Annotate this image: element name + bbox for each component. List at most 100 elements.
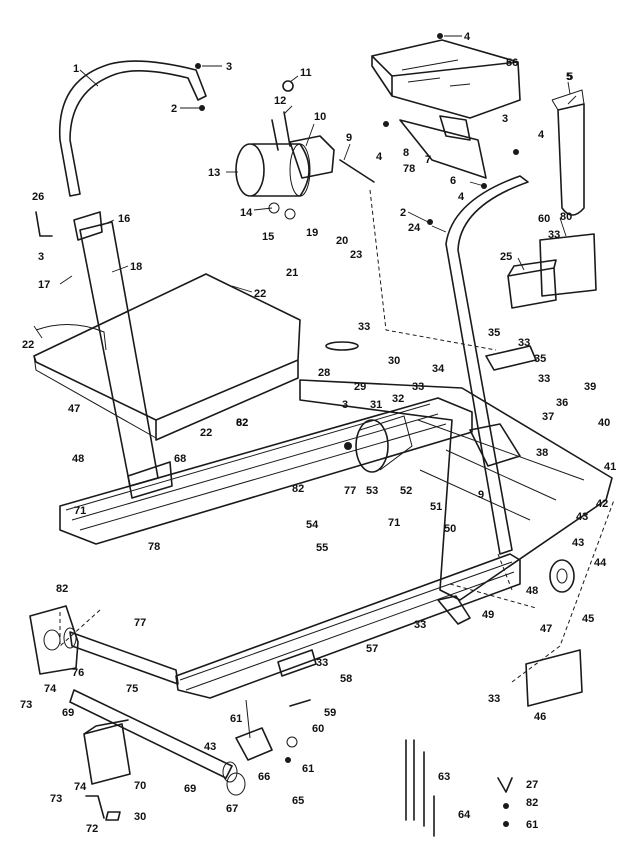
callout-35: 35	[534, 353, 546, 365]
callout-20: 20	[336, 235, 348, 247]
callout-13: 13	[208, 167, 220, 179]
callout-61: 61	[526, 819, 538, 831]
callout-5: 5	[566, 71, 572, 83]
console-bracket	[399, 115, 487, 179]
callout-33: 33	[412, 381, 424, 393]
leader-lines	[33, 35, 577, 339]
callout-30: 30	[134, 811, 146, 823]
callout-76: 76	[72, 667, 84, 679]
callout-58: 58	[340, 673, 352, 685]
callout-38: 38	[536, 447, 548, 459]
callout-3: 3	[342, 399, 348, 411]
callout-33: 33	[358, 321, 370, 333]
motor-flywheel	[235, 143, 265, 197]
callout-59: 59	[324, 707, 336, 719]
callout-74: 74	[44, 683, 57, 695]
callout-51: 51	[430, 501, 442, 513]
callout-18: 18	[130, 261, 142, 273]
callout-4: 4	[538, 129, 545, 141]
callout-78: 78	[403, 163, 415, 175]
callout-35: 35	[488, 327, 500, 339]
callout-6: 6	[450, 175, 456, 187]
callout-17: 17	[38, 279, 50, 291]
callout-4: 4	[376, 151, 383, 163]
console	[371, 39, 521, 119]
callout-39: 39	[584, 381, 596, 393]
callout-36: 36	[556, 397, 568, 409]
callout-77: 77	[344, 485, 356, 497]
callout-45: 45	[582, 613, 594, 625]
callout-19: 19	[306, 227, 318, 239]
callout-22: 22	[200, 427, 212, 439]
callout-70: 70	[134, 780, 146, 792]
callout-60: 60	[538, 213, 550, 225]
end-cap-right	[83, 719, 131, 785]
running-deck	[59, 397, 473, 545]
callout-43: 43	[576, 511, 588, 523]
hex-key	[85, 795, 105, 819]
callout-12: 12	[274, 95, 286, 107]
drive-pulley	[355, 419, 389, 473]
left-upright-bracket	[73, 211, 103, 241]
console-cylinder	[557, 103, 585, 216]
callout-53: 53	[366, 485, 378, 497]
callout-67: 67	[226, 803, 238, 815]
callout-43: 43	[204, 741, 216, 753]
callout-2: 2	[171, 103, 177, 115]
callout-44: 44	[594, 557, 607, 569]
motor-hood	[33, 273, 301, 441]
callout-24: 24	[408, 222, 421, 234]
callout-46: 46	[534, 711, 546, 723]
callout-74: 74	[74, 781, 87, 793]
main-frame	[299, 379, 613, 601]
mount-plate	[539, 233, 597, 297]
callout-34: 34	[432, 363, 445, 375]
callout-16: 16	[118, 213, 130, 225]
left-upright	[79, 221, 159, 487]
callout-60: 60	[312, 723, 324, 735]
motor-mount	[289, 135, 335, 179]
callout-5: 5	[567, 71, 573, 83]
callout-1: 1	[73, 63, 79, 75]
callout-3: 3	[38, 251, 44, 263]
callout-32: 32	[392, 393, 404, 405]
callout-71: 71	[74, 505, 86, 517]
end-cap-left	[29, 605, 79, 675]
parts-artwork	[29, 33, 615, 837]
callout-22: 22	[22, 339, 34, 351]
callout-61: 61	[302, 763, 314, 775]
callout-3: 3	[502, 113, 508, 125]
callout-82: 82	[292, 483, 304, 495]
callout-72: 72	[86, 823, 98, 835]
callout-66: 66	[258, 771, 270, 783]
callout-54: 54	[306, 519, 319, 531]
callout-69: 69	[184, 783, 196, 795]
callout-43: 43	[572, 537, 584, 549]
callout-3: 3	[226, 61, 232, 73]
callout-27: 27	[526, 779, 538, 791]
callout-42: 42	[596, 498, 608, 510]
callout-33: 33	[316, 657, 328, 669]
long-bolts	[405, 739, 435, 837]
deck-side-rail	[175, 553, 521, 699]
callout-labels: 1 2 3 4 4 4 4 5 2 3 6 7 8 78 9 10 11 12 …	[20, 31, 616, 835]
callout-82: 82	[526, 797, 538, 809]
right-handrail	[445, 175, 529, 555]
callout-47: 47	[68, 403, 80, 415]
callout-78: 78	[148, 541, 160, 553]
callout-65: 65	[292, 795, 304, 807]
callout-15: 15	[262, 231, 274, 243]
callout-50: 50	[444, 523, 456, 535]
callout-4: 4	[464, 31, 471, 43]
callout-69: 69	[62, 707, 74, 719]
rear-foot-plate	[525, 649, 583, 707]
callout-71: 71	[388, 517, 400, 529]
transport-wheel	[549, 559, 575, 593]
callout-62: 62	[236, 417, 248, 429]
front-roller	[69, 631, 179, 685]
callout-80: 80	[560, 211, 572, 223]
callout-21: 21	[286, 267, 298, 279]
callout-10: 10	[314, 111, 326, 123]
